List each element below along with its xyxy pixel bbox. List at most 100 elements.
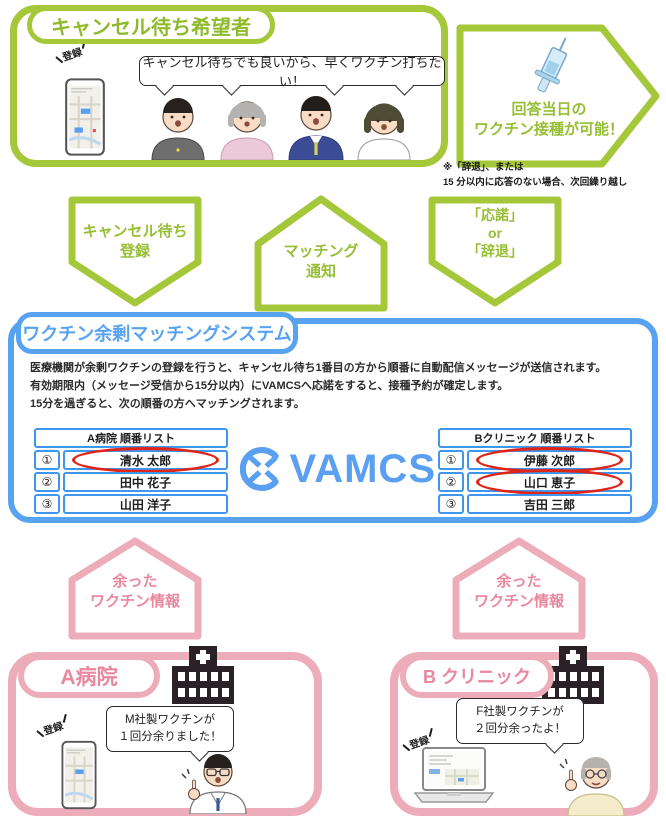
emphasis-line-icon — [62, 713, 67, 724]
applicants-speech-text: キャンセル待ちでも良いから、早くワクチン打ちたい！ — [142, 55, 442, 89]
same-day-label: 回答当日の ワクチン接種が可能！ — [464, 100, 634, 139]
matching-system-box: ワクチン余剰マッチングシステム 医療機関が余剰ワクチンの登録を行うと、キャンセル… — [8, 312, 658, 523]
up-arrow-shape — [452, 537, 586, 640]
hospital-icon — [172, 646, 234, 704]
accept-decline-label: 「応諾」 or 「辞退」 — [428, 206, 562, 261]
register-label: 登録 — [36, 713, 69, 740]
decline-note: ※「辞退」、または 15 分以内に応答のない場合、次回繰り越し — [443, 161, 665, 190]
cancel-register-arrow: キャンセル待ち 登録 — [68, 196, 202, 308]
clinic-b-list-header: Bクリニック 順番リスト — [438, 428, 632, 448]
vamcs-logo: VAMCS — [240, 436, 436, 502]
surplus-vaccine-arrow-left: 余った ワクチン情報 — [68, 536, 202, 640]
same-day-line2: ワクチン接種が可能！ — [473, 120, 624, 138]
hospital-a-title-label: A病院 — [60, 666, 118, 689]
rank-number: ① — [438, 450, 464, 470]
rank-number: ③ — [438, 494, 464, 514]
patient-name-cell: 伊藤 次郎 — [467, 447, 632, 473]
table-row: ② 山口 恵子 — [438, 469, 632, 495]
hospital-a-box: A病院 登録 M社製ワクチンが １回分 — [8, 646, 322, 816]
cancel-waiting-title-label: キャンセル待ち希望者 — [51, 16, 251, 39]
cancel-register-line2: 登録 — [119, 242, 150, 260]
patient-name: 山田 洋子 — [119, 497, 172, 512]
table-row: ③ 山田 洋子 — [34, 494, 228, 514]
table-row: ① 伊藤 次郎 — [438, 447, 632, 473]
surplus-right-line1: 余った — [496, 573, 542, 590]
surplus-left-label: 余った ワクチン情報 — [68, 572, 202, 611]
patient-name-cell: 清水 太郎 — [63, 447, 228, 473]
rank-number: ② — [438, 472, 464, 492]
patient-name-cell: 山田 洋子 — [63, 494, 228, 514]
up-arrow-shape — [68, 537, 202, 640]
same-day-vaccination-arrow: 回答当日の ワクチン接種が可能！ — [456, 24, 662, 168]
surplus-right-line2: ワクチン情報 — [473, 592, 564, 610]
vamcs-logo-text: VAMCS — [289, 446, 436, 491]
decline-note-line2: 15 分以内に応答のない場合、次回繰り越し — [443, 176, 628, 188]
system-desc-line1: 医療機関が余剰ワクチンの登録を行うと、キャンセル待ち1番目の方から順番に自動配信… — [30, 362, 607, 374]
hospital-a-speech-line1: M社製ワクチンが — [124, 714, 216, 727]
up-arrow-shape — [254, 195, 388, 312]
system-desc-line2: 有効期限内（メッセージ受信から15分以内）にVAMCSへ応諾をすると、接種予約が… — [30, 379, 509, 392]
hospital-a-speech-bubble: M社製ワクチンが １回分余りました！ — [106, 706, 234, 762]
laptop-icon — [413, 747, 495, 803]
accept-decline-arrow: 「応諾」 or 「辞退」 — [428, 196, 562, 308]
system-description: 医療機関が余剰ワクチンの登録を行うと、キャンセル待ち1番目の方から順番に自動配信… — [30, 360, 642, 413]
hospital-a-title: A病院 — [18, 654, 160, 698]
system-title-label: ワクチン余剰マッチングシステム — [22, 324, 292, 344]
person-illustration — [288, 96, 344, 160]
clinic-b-speech-line1: F社製ワクチンが — [476, 706, 564, 719]
matching-notice-line1: マッチング — [283, 243, 359, 260]
surplus-left-line2: ワクチン情報 — [89, 592, 180, 610]
table-row: ③ 吉田 三郎 — [438, 494, 632, 514]
accept-decline-line2: or — [488, 225, 502, 242]
surplus-right-label: 余った ワクチン情報 — [452, 572, 586, 611]
cancel-waiting-title: キャンセル待ち希望者 — [27, 6, 275, 44]
smartphone-icon — [65, 78, 105, 156]
clinic-b-order-list: Bクリニック 順番リスト ① 伊藤 次郎 ② 山口 恵子 ③ 吉田 三郎 — [438, 428, 632, 516]
matching-notice-line2: 通知 — [305, 262, 336, 280]
table-row: ② 田中 花子 — [34, 472, 228, 492]
hospital-a-speech-line2: １回分余りました！ — [118, 731, 222, 743]
down-arrow-shape — [68, 196, 202, 307]
person-illustration — [151, 98, 205, 160]
matching-notice-label: マッチング 通知 — [254, 242, 388, 281]
person-illustration — [220, 101, 274, 160]
patient-name: 吉田 三郎 — [523, 497, 576, 512]
clinic-b-title-label: B クリニック — [423, 667, 531, 687]
system-title: ワクチン余剰マッチングシステム — [16, 312, 298, 354]
emphasis-line-icon — [428, 727, 433, 738]
same-day-line1: 回答当日の — [511, 101, 587, 118]
applicants-speech-bubble: キャンセル待ちでも良いから、早くワクチン打ちたい！ — [139, 55, 445, 96]
clinic-b-box: B クリニック 登録 — [390, 646, 658, 816]
hospital-a-list-header: A病院 順番リスト — [34, 428, 228, 448]
rank-number: ① — [34, 450, 60, 470]
patient-name-cell: 吉田 三郎 — [467, 494, 632, 514]
doctor-illustration — [181, 754, 247, 814]
clinic-b-speech-bubble: F社製ワクチンが ２回分余ったよ！ — [456, 698, 584, 754]
down-arrow-shape — [428, 196, 562, 307]
smartphone-icon — [61, 740, 97, 810]
cancel-register-label: キャンセル待ち 登録 — [68, 222, 202, 261]
accept-decline-line3: 「辞退」 — [467, 243, 523, 260]
cancel-register-line1: キャンセル待ち — [82, 223, 188, 240]
rank-number: ② — [34, 472, 60, 492]
rank-number: ③ — [34, 494, 60, 514]
right-arrow-shape — [456, 24, 660, 168]
matching-notice-arrow: マッチング 通知 — [254, 194, 388, 312]
patient-name: 清水 太郎 — [119, 453, 172, 468]
table-row: ① 清水 太郎 — [34, 447, 228, 473]
clinic-b-title: B クリニック — [400, 654, 554, 698]
register-label: 登録 — [55, 39, 88, 66]
hospital-a-order-list: A病院 順番リスト ① 清水 太郎 ② 田中 花子 ③ 山田 洋子 — [34, 428, 228, 516]
elderly-doctor-illustration — [559, 757, 625, 816]
decline-note-line1: ※「辞退」、または — [443, 162, 524, 173]
register-text: 登録 — [61, 47, 84, 64]
patient-name-cell: 山口 恵子 — [467, 469, 632, 495]
clinic-b-speech-line2: ２回分余ったよ！ — [474, 723, 566, 735]
vamcs-emblem-icon — [240, 447, 279, 491]
person-illustration — [357, 103, 411, 160]
patient-name-cell: 田中 花子 — [63, 472, 228, 492]
surplus-vaccine-arrow-right: 余った ワクチン情報 — [452, 536, 586, 640]
patient-name: 伊藤 次郎 — [523, 453, 576, 468]
syringe-icon — [534, 37, 568, 93]
